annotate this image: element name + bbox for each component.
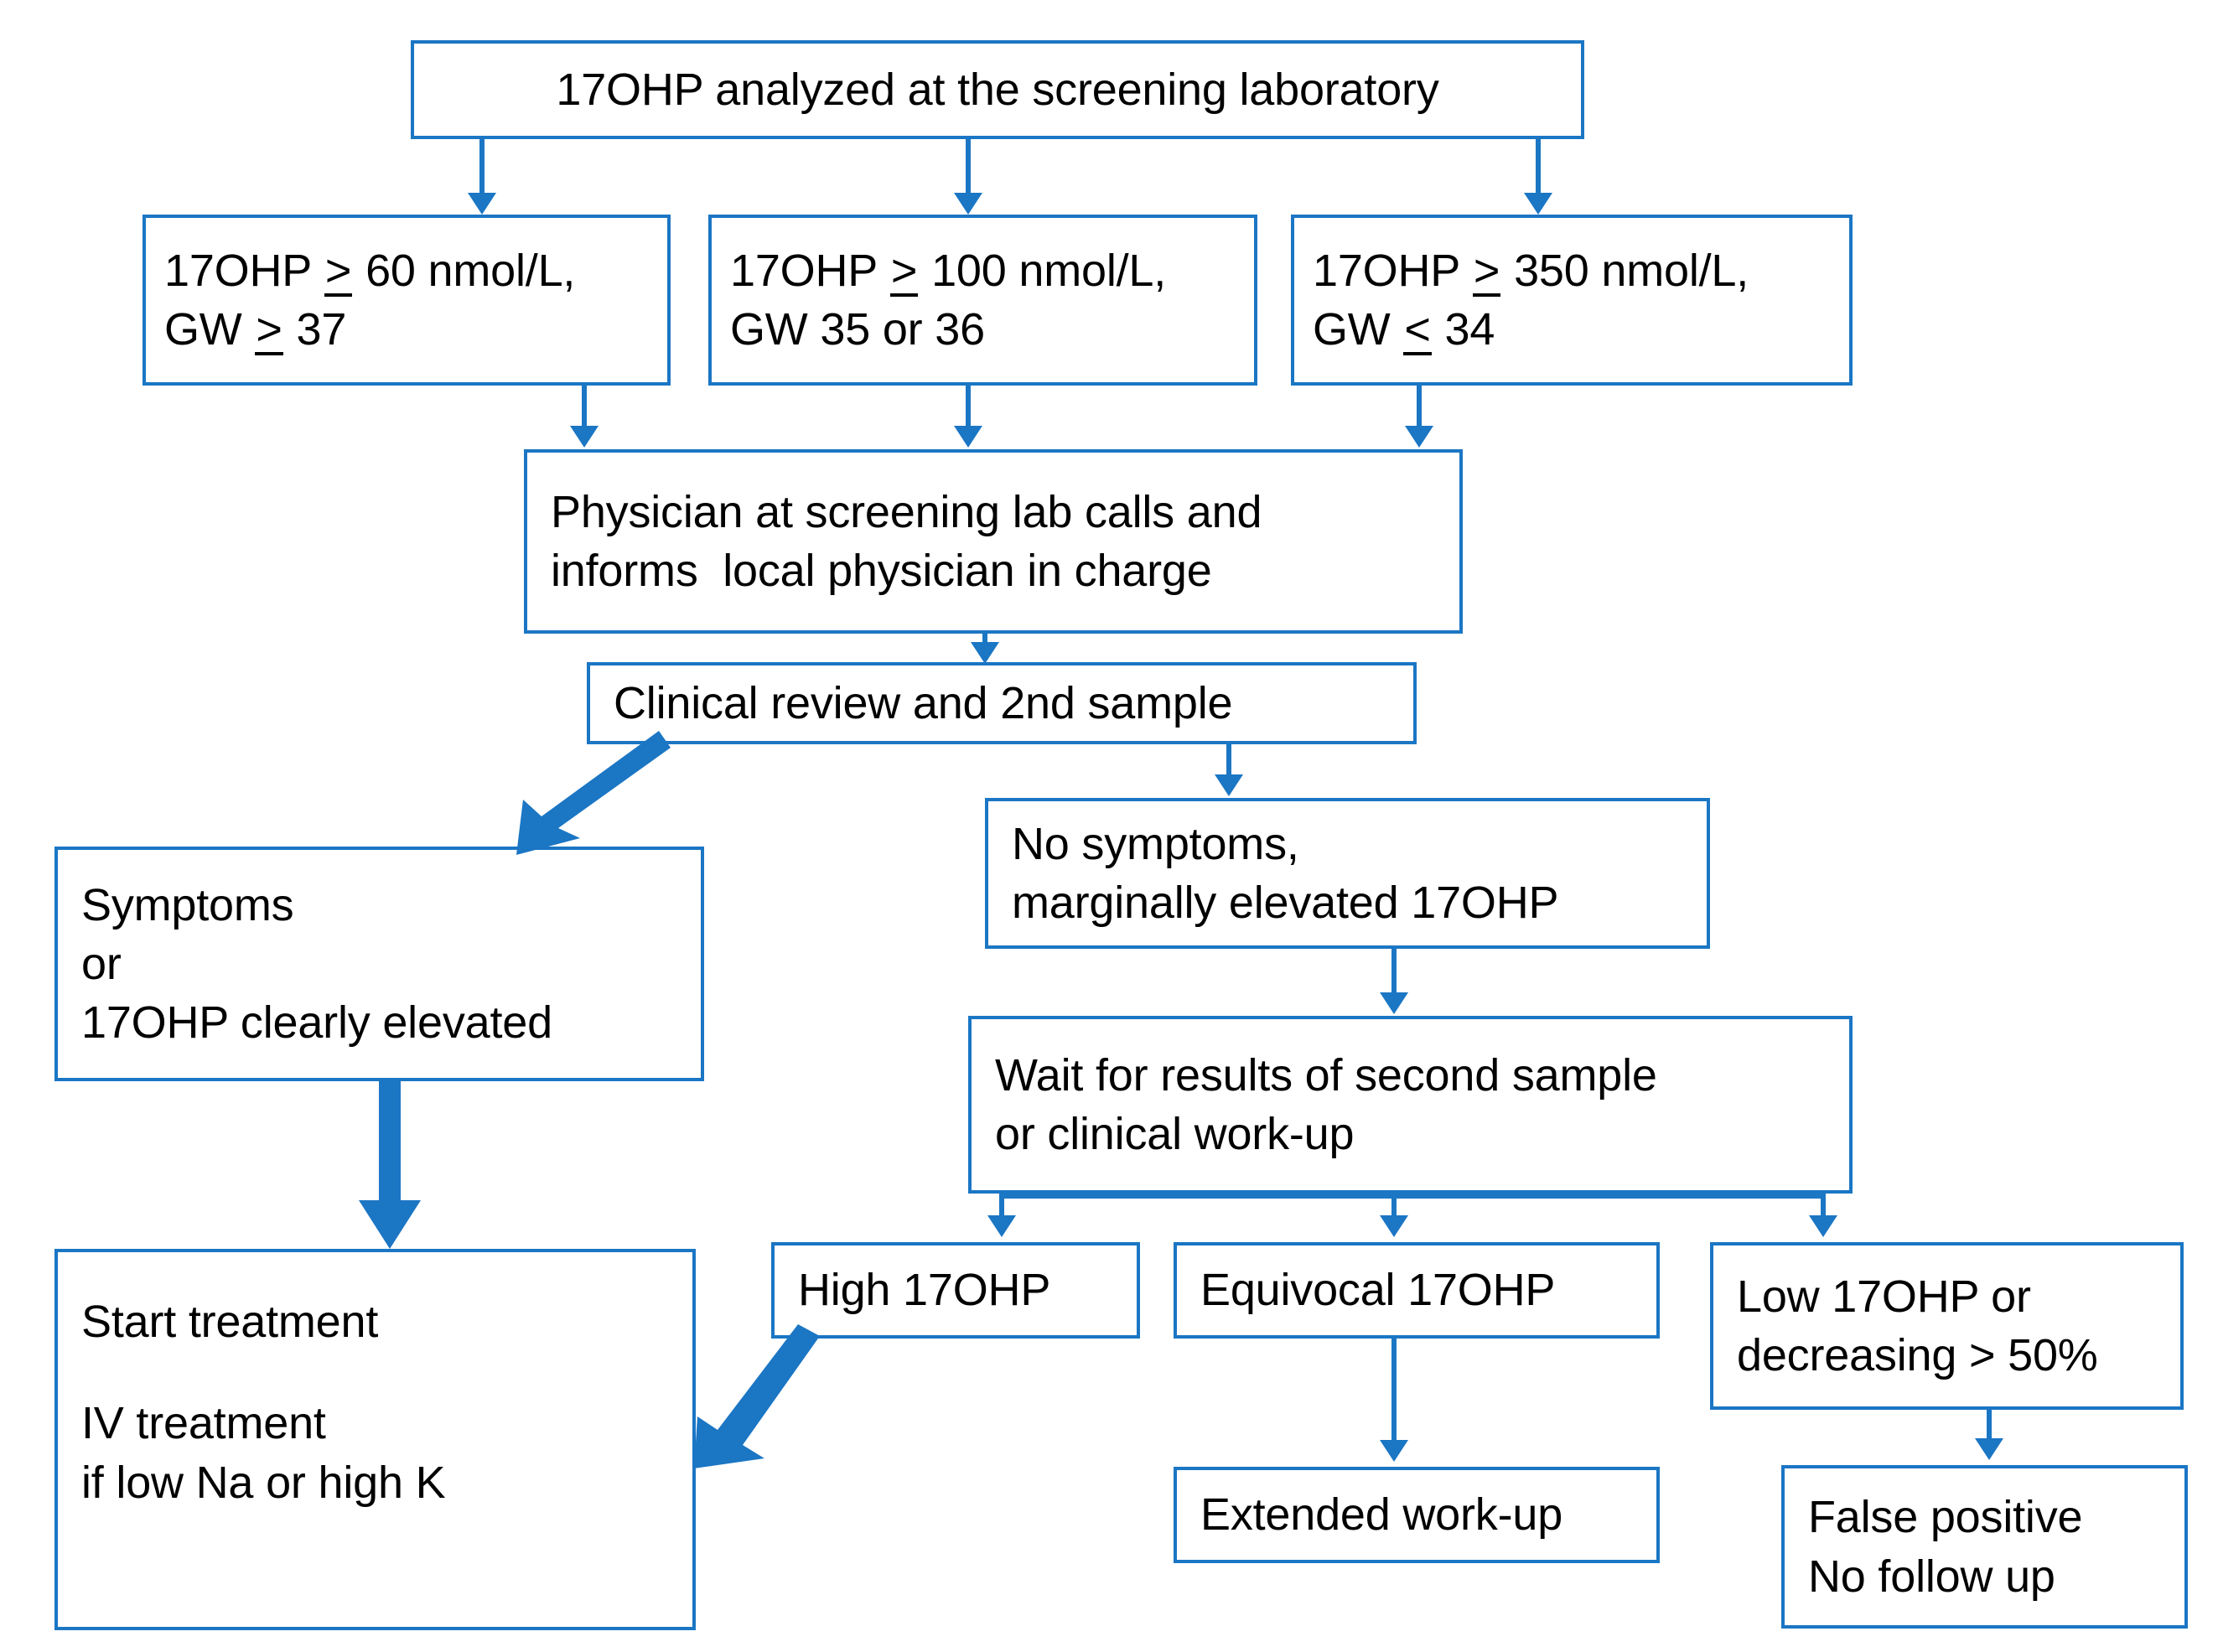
- arrowhead-high-17ohp: [987, 1215, 1016, 1237]
- node-clinical-review[interactable]: Clinical review and 2nd sample: [587, 662, 1417, 744]
- criteria-3-suffix: 350 nmol/L,: [1501, 245, 1749, 296]
- physician-call-line-2: informs local physician in charge: [551, 546, 1212, 596]
- criteria-1-line-2: GW > 37: [164, 300, 346, 359]
- wait-results-line-1: Wait for results of second sample: [995, 1049, 1657, 1100]
- criteria-3-line-1: 17OHP > 350 nmol/L,: [1313, 241, 1749, 300]
- greater-equal-operator: >: [889, 241, 919, 300]
- edge-symptoms-to-starttreatment-thick: [352, 1081, 428, 1253]
- edge-low-to-falsepositive: [1987, 1410, 1992, 1443]
- greater-equal-operator: >: [254, 300, 284, 359]
- arrowhead-physician-right: [1405, 426, 1433, 448]
- edge-criteria3-to-physician: [1417, 386, 1422, 430]
- extended-workup-line-1: Extended work-up: [1200, 1489, 1563, 1541]
- node-screening-lab[interactable]: 17OHP analyzed at the screening laborato…: [411, 40, 1584, 139]
- arrowhead-low-17ohp: [1809, 1215, 1837, 1237]
- criteria-3-gw-prefix: GW: [1313, 304, 1403, 355]
- node-equivocal-17ohp[interactable]: Equivocal 17OHP: [1174, 1242, 1660, 1339]
- criteria-1-gw-suffix: 37: [283, 304, 347, 355]
- low-17ohp-line-2: decreasing > 50%: [1737, 1330, 2098, 1380]
- arrowhead-physician-mid: [954, 426, 982, 448]
- arrowhead-criteria3: [1524, 193, 1552, 215]
- node-high-17ohp[interactable]: High 17OHP: [771, 1242, 1140, 1339]
- greater-equal-operator: >: [1472, 241, 1501, 300]
- node-start-treatment[interactable]: Start treatment IV treatment if low Na o…: [54, 1249, 696, 1630]
- criteria-2-line-2: GW 35 or 36: [730, 304, 985, 355]
- false-positive-line-2: No follow up: [1808, 1551, 2055, 1602]
- criteria-3-prefix: 17OHP: [1313, 245, 1472, 296]
- equivocal-17ohp-line-1: Equivocal 17OHP: [1200, 1265, 1556, 1316]
- thick-arrow-icon: [516, 731, 671, 855]
- edge-screeninglab-to-criteria3: [1536, 139, 1541, 198]
- arrowhead-physician-left: [570, 426, 599, 448]
- edge-waitresults-to-low: [1821, 1194, 1826, 1220]
- criteria-3-line-2: GW < 34: [1313, 300, 1495, 359]
- low-17ohp-line-1: Low 17OHP or: [1737, 1271, 2031, 1322]
- criteria-1-gw-prefix: GW: [164, 304, 255, 355]
- start-treatment-line-3: if low Na or high K: [81, 1457, 446, 1508]
- symptoms-line-2: or: [81, 938, 122, 989]
- node-symptoms[interactable]: Symptoms or 17OHP clearly elevated: [54, 847, 704, 1081]
- edge-high17ohp-to-starttreatment-thick: [671, 1324, 830, 1492]
- edge-physician-to-clinicalreview: [982, 630, 987, 647]
- criteria-2-line-1: 17OHP > 100 nmol/L,: [730, 241, 1166, 300]
- edge-nosymptoms-to-waitresults: [1391, 949, 1397, 996]
- criteria-1-prefix: 17OHP: [164, 245, 324, 296]
- edge-waitresults-to-equivocal: [1391, 1194, 1397, 1220]
- symptoms-line-3: 17OHP clearly elevated: [81, 997, 552, 1049]
- less-equal-operator: <: [1402, 300, 1433, 359]
- arrowhead-extended-workup: [1380, 1440, 1408, 1462]
- no-symptoms-line-1: No symptoms,: [1012, 818, 1299, 869]
- edge-clinicalreview-to-symptoms-thick: [503, 729, 671, 863]
- start-treatment-line-1: Start treatment: [81, 1297, 379, 1347]
- node-wait-results[interactable]: Wait for results of second sample or cli…: [968, 1016, 1853, 1194]
- node-false-positive[interactable]: False positive No follow up: [1781, 1465, 2188, 1629]
- node-no-symptoms[interactable]: No symptoms, marginally elevated 17OHP: [985, 798, 1710, 949]
- node-criteria-2[interactable]: 17OHP > 100 nmol/L, GW 35 or 36: [708, 215, 1257, 386]
- edge-criteria2-to-physician: [966, 386, 971, 430]
- criteria-2-prefix: 17OHP: [730, 245, 889, 296]
- thick-down-arrow-icon: [359, 1081, 421, 1249]
- edge-waitresults-to-high: [999, 1194, 1004, 1220]
- node-extended-workup[interactable]: Extended work-up: [1174, 1467, 1660, 1563]
- high-17ohp-line-1: High 17OHP: [798, 1265, 1051, 1316]
- criteria-3-gw-suffix: 34: [1432, 304, 1495, 355]
- criteria-1-suffix: 60 nmol/L,: [353, 245, 576, 296]
- node-criteria-1[interactable]: 17OHP > 60 nmol/L, GW > 37: [143, 215, 671, 386]
- thick-arrow-left-down-icon: [694, 1324, 820, 1468]
- physician-call-line-1: Physician at screening lab calls and: [551, 486, 1262, 537]
- screening-lab-line-1: 17OHP analyzed at the screening laborato…: [556, 64, 1439, 115]
- edge-waitresults-branch-bus: [999, 1194, 1826, 1199]
- arrowhead-no-symptoms: [1215, 774, 1243, 796]
- arrowhead-criteria1: [468, 193, 496, 215]
- start-treatment-line-2: IV treatment: [81, 1398, 326, 1449]
- arrowhead-false-positive: [1975, 1438, 2003, 1460]
- arrowhead-clinical-review: [971, 642, 999, 664]
- clinical-review-line-1: Clinical review and 2nd sample: [614, 677, 1233, 728]
- arrowhead-equivocal-17ohp: [1380, 1215, 1408, 1237]
- node-low-17ohp[interactable]: Low 17OHP or decreasing > 50%: [1710, 1242, 2184, 1410]
- edge-criteria1-to-physician: [582, 386, 587, 430]
- no-symptoms-line-2: marginally elevated 17OHP: [1012, 878, 1559, 928]
- arrowhead-criteria2: [954, 193, 982, 215]
- arrowhead-wait-results: [1380, 992, 1408, 1014]
- edge-clinicalreview-to-nosymptoms: [1226, 744, 1231, 778]
- criteria-2-suffix: 100 nmol/L,: [919, 245, 1167, 296]
- criteria-1-line-1: 17OHP > 60 nmol/L,: [164, 241, 575, 300]
- edge-equivocal-to-extendedworkup: [1391, 1339, 1397, 1444]
- wait-results-line-2: or clinical work-up: [995, 1109, 1355, 1159]
- symptoms-line-1: Symptoms: [81, 879, 294, 930]
- greater-equal-operator: >: [324, 241, 353, 300]
- node-criteria-3[interactable]: 17OHP > 350 nmol/L, GW < 34: [1291, 215, 1853, 386]
- edge-screeninglab-to-criteria2: [966, 139, 971, 198]
- edge-screeninglab-to-criteria1: [479, 139, 485, 198]
- false-positive-line-1: False positive: [1808, 1492, 2083, 1543]
- node-physician-call[interactable]: Physician at screening lab calls and inf…: [524, 449, 1463, 634]
